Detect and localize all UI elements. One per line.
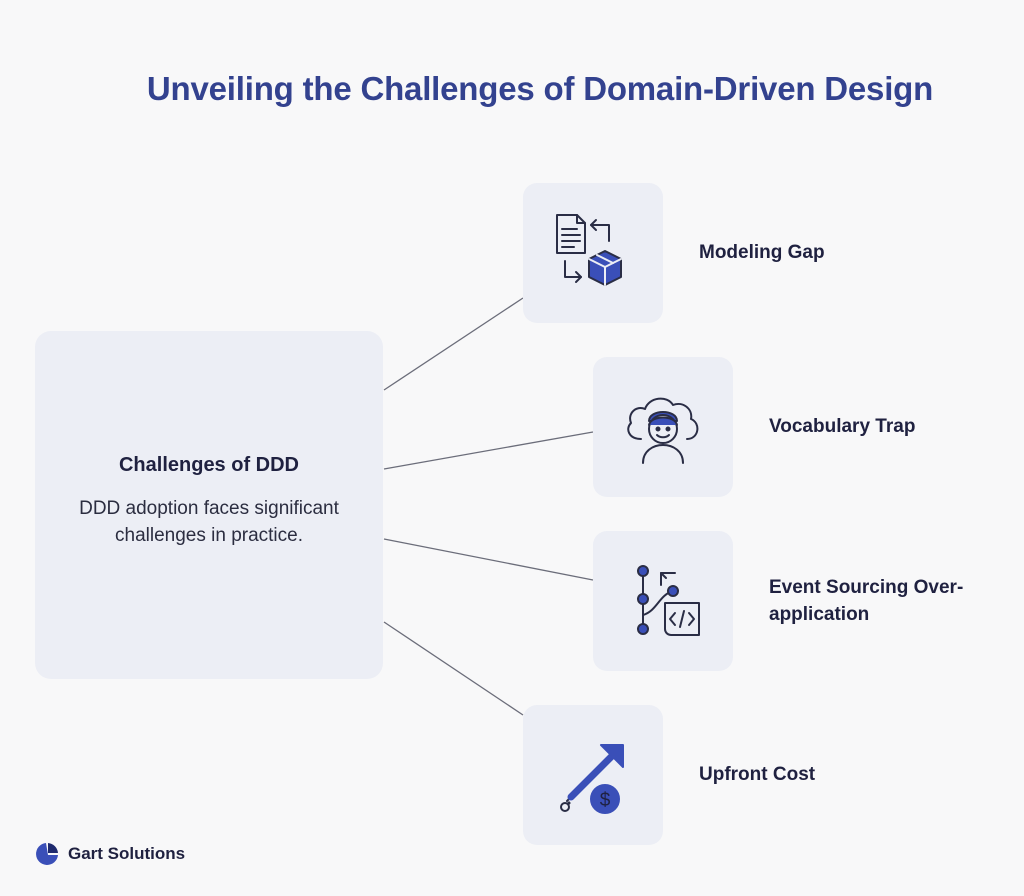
challenge-card-modeling-gap <box>523 183 663 323</box>
center-title: Challenges of DDD <box>118 453 300 476</box>
challenge-label-modeling-gap: Modeling Gap <box>699 242 825 263</box>
page-title: Unveiling the Challenges of Domain-Drive… <box>146 70 934 107</box>
svg-text:$: $ <box>600 790 611 811</box>
arrow-dollar-icon: $ <box>560 744 624 814</box>
brand: Gart Solutions <box>34 841 185 867</box>
connector-line-2 <box>383 431 594 470</box>
event-flow-code-icon <box>637 565 700 636</box>
connector-line-4 <box>383 621 524 716</box>
center-description: DDD adoption faces significant challenge… <box>79 497 339 546</box>
challenge-label-upfront-cost: Upfront Cost <box>699 764 816 785</box>
connector-line-3 <box>383 538 594 581</box>
challenge-card-vocabulary-trap <box>593 357 733 497</box>
document-cube-sync-icon <box>556 214 622 286</box>
brand-name: Gart Solutions <box>68 844 186 863</box>
challenge-card-event-sourcing <box>593 531 733 671</box>
connector-line-1 <box>383 297 524 391</box>
center-card: Challenges of DDD DDD adoption faces sig… <box>35 331 383 679</box>
challenge-label-vocabulary-trap: Vocabulary Trap <box>769 416 916 437</box>
person-cloud-icon <box>627 397 699 464</box>
gart-logo-icon <box>36 843 58 865</box>
challenge-card-upfront-cost: $ <box>523 705 663 845</box>
challenge-label-event-sourcing: Event Sourcing Over-application <box>769 577 964 625</box>
